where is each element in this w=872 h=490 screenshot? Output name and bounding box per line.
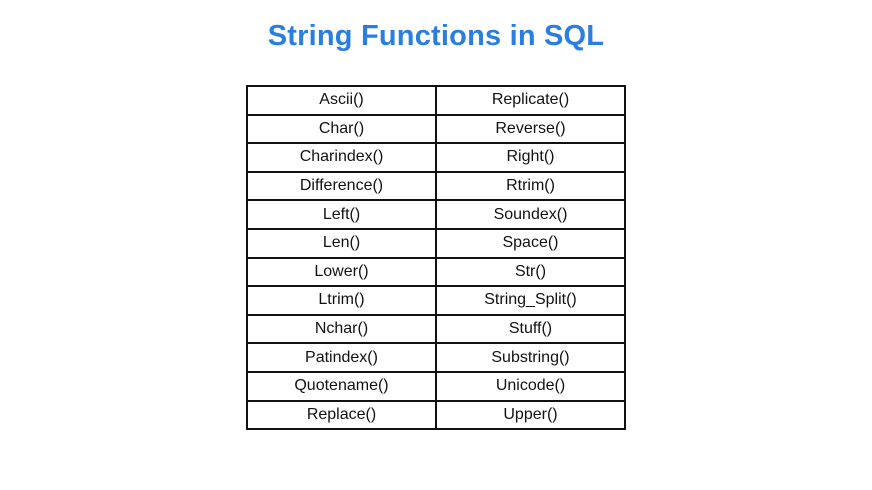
table-row: Charindex() Right() (246, 142, 626, 173)
table-cell: Substring() (435, 342, 626, 373)
table-cell: Replace() (246, 399, 437, 431)
table-cell: String_Split() (435, 285, 626, 316)
table-cell: Charindex() (246, 142, 437, 173)
table-cell: Replicate() (435, 85, 626, 116)
table-row: Replace() Upper() (246, 399, 626, 431)
table-cell: Quotename() (246, 370, 437, 402)
table-cell: Space() (435, 227, 626, 259)
page-title: String Functions in SQL (267, 20, 605, 52)
table-cell: Unicode() (435, 370, 626, 402)
table-row: Quotename() Unicode() (246, 370, 626, 402)
table-cell: Ltrim() (246, 285, 437, 316)
table-row: Ascii() Replicate() (246, 85, 626, 116)
table-row: Lower() Str() (246, 256, 626, 288)
table-cell: Char() (246, 113, 437, 145)
table-cell: Soundex() (435, 199, 626, 230)
table-row: Nchar() Stuff() (246, 313, 626, 345)
table-cell: Right() (435, 142, 626, 173)
string-functions-table: Ascii() Replicate() Char() Reverse() Cha… (246, 85, 626, 431)
table-row: Patindex() Substring() (246, 342, 626, 373)
table-cell: Ascii() (246, 85, 437, 116)
table-cell: Upper() (435, 399, 626, 431)
table-cell: Rtrim() (435, 170, 626, 202)
table-row: Ltrim() String_Split() (246, 285, 626, 316)
table-cell: Patindex() (246, 342, 437, 373)
table-row: Len() Space() (246, 227, 626, 259)
table-cell: Nchar() (246, 313, 437, 345)
table-cell: Difference() (246, 170, 437, 202)
table-cell: Lower() (246, 256, 437, 288)
table-cell: Stuff() (435, 313, 626, 345)
table-row: Left() Soundex() (246, 199, 626, 230)
table-row: Char() Reverse() (246, 113, 626, 145)
table-cell: Reverse() (435, 113, 626, 145)
table-cell: Left() (246, 199, 437, 230)
table-cell: Len() (246, 227, 437, 259)
table-cell: Str() (435, 256, 626, 288)
table-row: Difference() Rtrim() (246, 170, 626, 202)
